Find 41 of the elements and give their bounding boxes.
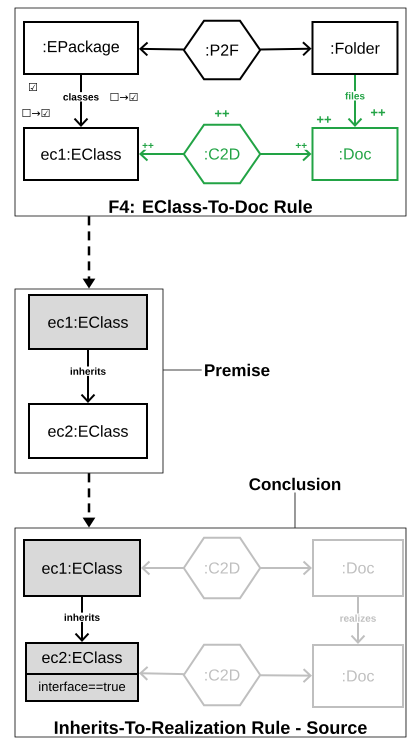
object-box: :EPackage: [23, 21, 139, 75]
hexagon: :C2D: [182, 124, 262, 184]
arrow: [80, 350, 96, 403]
edge-label: classes: [62, 92, 100, 102]
edge-label: realizes: [338, 613, 378, 623]
edge-label: ++: [294, 142, 308, 150]
object-box: ec1:EClass: [28, 294, 148, 350]
callout-text: Conclusion: [249, 478, 340, 490]
premise-frame: [14, 288, 164, 474]
leader-line: [294, 492, 296, 528]
arrow: [260, 42, 312, 56]
object-box: ec2:EClass interface==true: [25, 642, 139, 702]
arrow: [260, 668, 312, 683]
hexagon: :P2F: [182, 20, 262, 80]
edge-label: files: [344, 91, 366, 100]
object-box: :Doc: [312, 644, 404, 708]
arrow: [74, 597, 90, 642]
arrow: [350, 597, 366, 644]
plus-mark: ++: [214, 110, 230, 117]
arrow: [260, 560, 312, 576]
arrow: [139, 666, 184, 681]
arrow: [348, 75, 362, 127]
object-box: :Folder: [312, 21, 398, 75]
hexagon: :C2D: [182, 536, 262, 600]
arrow: [139, 42, 184, 56]
object-box: :Doc: [312, 127, 398, 181]
plus-mark: ++: [316, 116, 332, 123]
arrow: [141, 560, 184, 576]
plus-mark: ++: [370, 109, 386, 116]
edge-label: inherits: [62, 612, 102, 622]
object-box: :Doc: [312, 539, 404, 597]
object-box: ec1:EClass: [23, 127, 139, 181]
hexagon: :C2D: [182, 644, 262, 706]
checkbox-mark: ☐→☑: [110, 93, 138, 102]
checkbox-mark: ☐→☑: [22, 109, 50, 118]
edge-label: ++: [141, 142, 155, 150]
object-box: ec2:EClass: [28, 403, 148, 459]
arrow: [74, 75, 88, 127]
object-box: ec1:EClass: [23, 539, 141, 597]
edge-label: inherits: [68, 366, 108, 376]
callout-text: Premise: [205, 364, 270, 376]
